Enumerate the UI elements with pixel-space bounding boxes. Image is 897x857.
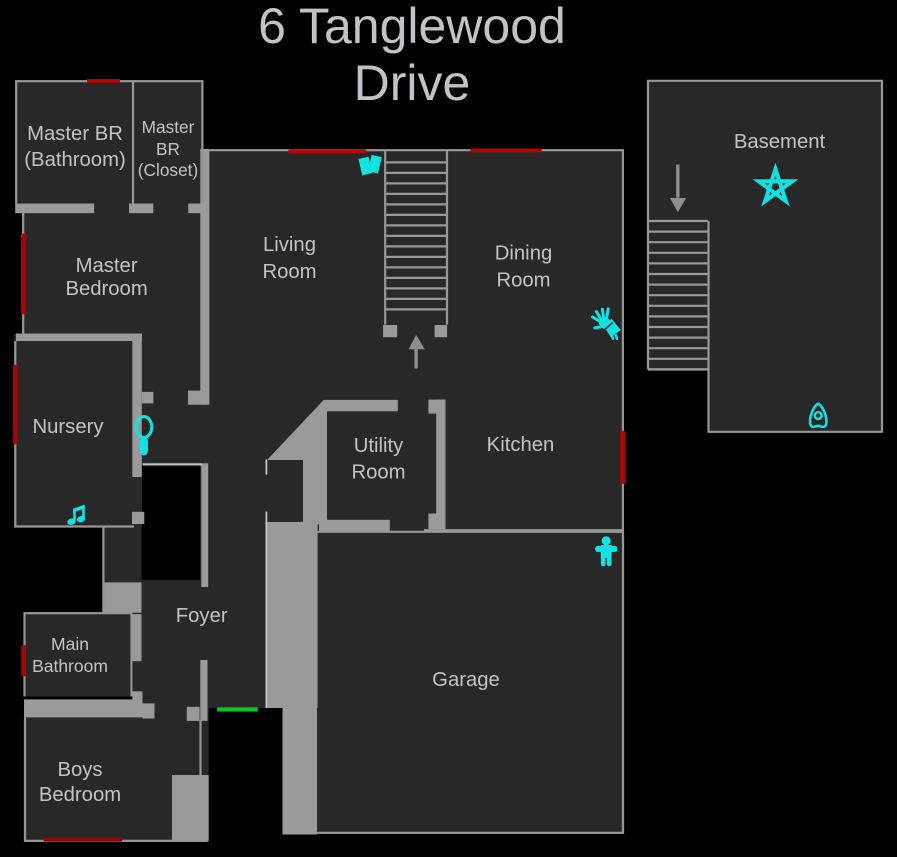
svg-text:Bedroom: Bedroom <box>65 278 147 300</box>
svg-text:Room: Room <box>351 462 405 484</box>
svg-text:Bedroom: Bedroom <box>39 784 121 806</box>
svg-text:Bathroom: Bathroom <box>32 656 108 676</box>
svg-text:6 Tanglewood: 6 Tanglewood <box>258 0 566 54</box>
svg-text:Main: Main <box>51 634 89 654</box>
svg-text:BR: BR <box>156 139 180 159</box>
svg-text:Garage: Garage <box>432 669 500 691</box>
svg-text:Master: Master <box>76 255 138 277</box>
svg-text:Boys: Boys <box>57 759 102 781</box>
svg-text:(Closet): (Closet) <box>138 160 199 180</box>
svg-text:Drive: Drive <box>354 55 471 111</box>
svg-text:Master: Master <box>142 117 195 137</box>
svg-text:Room: Room <box>496 270 550 292</box>
svg-text:Nursery: Nursery <box>33 416 105 438</box>
svg-text:Living: Living <box>263 234 316 256</box>
svg-text:Dining: Dining <box>495 243 553 265</box>
svg-text:Master BR: Master BR <box>27 123 123 145</box>
svg-text:Basement: Basement <box>734 131 826 153</box>
svg-text:Kitchen: Kitchen <box>487 434 555 456</box>
svg-text:(Bathroom): (Bathroom) <box>24 149 125 171</box>
svg-text:Room: Room <box>262 261 316 283</box>
svg-text:Foyer: Foyer <box>176 605 228 627</box>
svg-text:Utility: Utility <box>354 435 404 457</box>
